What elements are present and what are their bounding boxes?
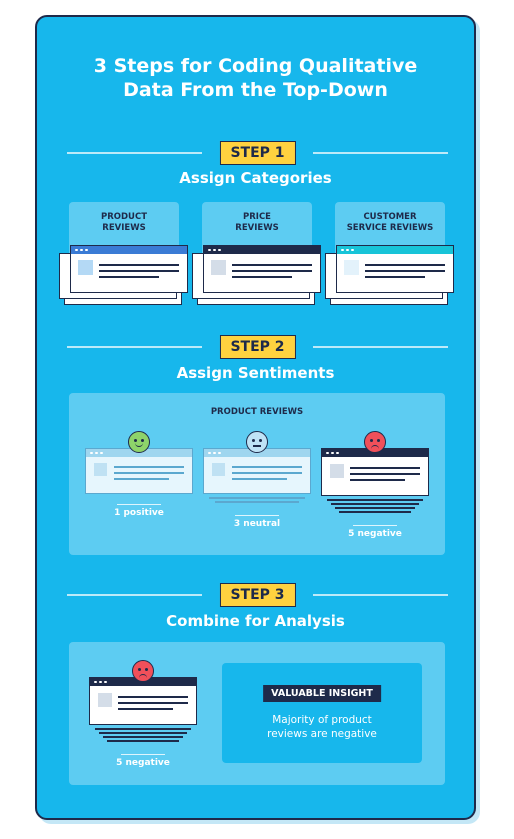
underline [117, 504, 161, 505]
step-3-badge: STEP 3 [219, 583, 296, 607]
frowning-face-icon [132, 660, 154, 682]
stack-line [107, 740, 179, 742]
browser-window-icon [336, 245, 454, 293]
valuable-insight-box: VALUABLE INSIGHT Majority of product rev… [222, 663, 422, 763]
stack-line [209, 497, 305, 499]
smiling-face-icon [128, 431, 150, 453]
neutral-count: 3 neutral [233, 519, 281, 529]
divider-line [313, 152, 448, 154]
underline [235, 515, 279, 516]
divider-line [313, 346, 448, 348]
step-1-header: STEP 1 [67, 141, 448, 165]
infographic-card: 3 Steps for Coding Qualitative Data From… [35, 15, 476, 820]
stack-line [331, 503, 419, 505]
step-1-title: Assign Categories [179, 169, 332, 187]
divider-line [67, 594, 202, 596]
browser-window-icon [203, 245, 321, 293]
step-1-badge: STEP 1 [219, 141, 296, 165]
insight-text: Majority of product reviews are negative [267, 714, 377, 740]
step-3-header: STEP 3 [67, 583, 448, 607]
divider-line [67, 346, 202, 348]
combine-negative-count: 5 negative [116, 758, 170, 768]
positive-count: 1 positive [114, 508, 164, 518]
step-2-header: STEP 2 [67, 335, 448, 359]
browser-window-icon [89, 677, 197, 725]
browser-window-icon [85, 448, 193, 494]
browser-window-icon [70, 245, 188, 293]
stack-line [327, 499, 423, 501]
stack-line [215, 501, 299, 503]
category-label: PRODUCT REVIEWS [101, 212, 147, 233]
step-3-title: Combine for Analysis [166, 612, 345, 630]
sentiment-panel-label: PRODUCT REVIEWS [210, 407, 304, 417]
sentiment-panel: PRODUCT REVIEWS 1 positive [69, 393, 445, 555]
title-line-1: 3 Steps for Coding Qualitative [93, 55, 418, 77]
divider-line [67, 152, 202, 154]
step-2-title: Assign Sentiments [176, 364, 335, 382]
browser-window-icon [321, 448, 429, 496]
negative-count: 5 negative [348, 529, 402, 539]
step-2-badge: STEP 2 [219, 335, 296, 359]
divider-line [313, 594, 448, 596]
title-line-2: Data From the Top-Down [123, 79, 388, 101]
frowning-face-icon [364, 431, 386, 453]
underline [121, 754, 165, 755]
underline [353, 525, 397, 526]
stack-line [103, 736, 183, 738]
stack-line [99, 732, 187, 734]
neutral-face-icon [246, 431, 268, 453]
browser-window-icon [203, 448, 311, 494]
stack-line [95, 728, 191, 730]
valuable-insight-tag: VALUABLE INSIGHT [263, 685, 381, 702]
stack-line [339, 511, 411, 513]
category-label: PRICE REVIEWS [235, 212, 279, 233]
infographic-title: 3 Steps for Coding Qualitative Data From… [37, 54, 474, 102]
stack-line [335, 507, 415, 509]
category-label: CUSTOMER SERVICE REVIEWS [346, 212, 434, 233]
